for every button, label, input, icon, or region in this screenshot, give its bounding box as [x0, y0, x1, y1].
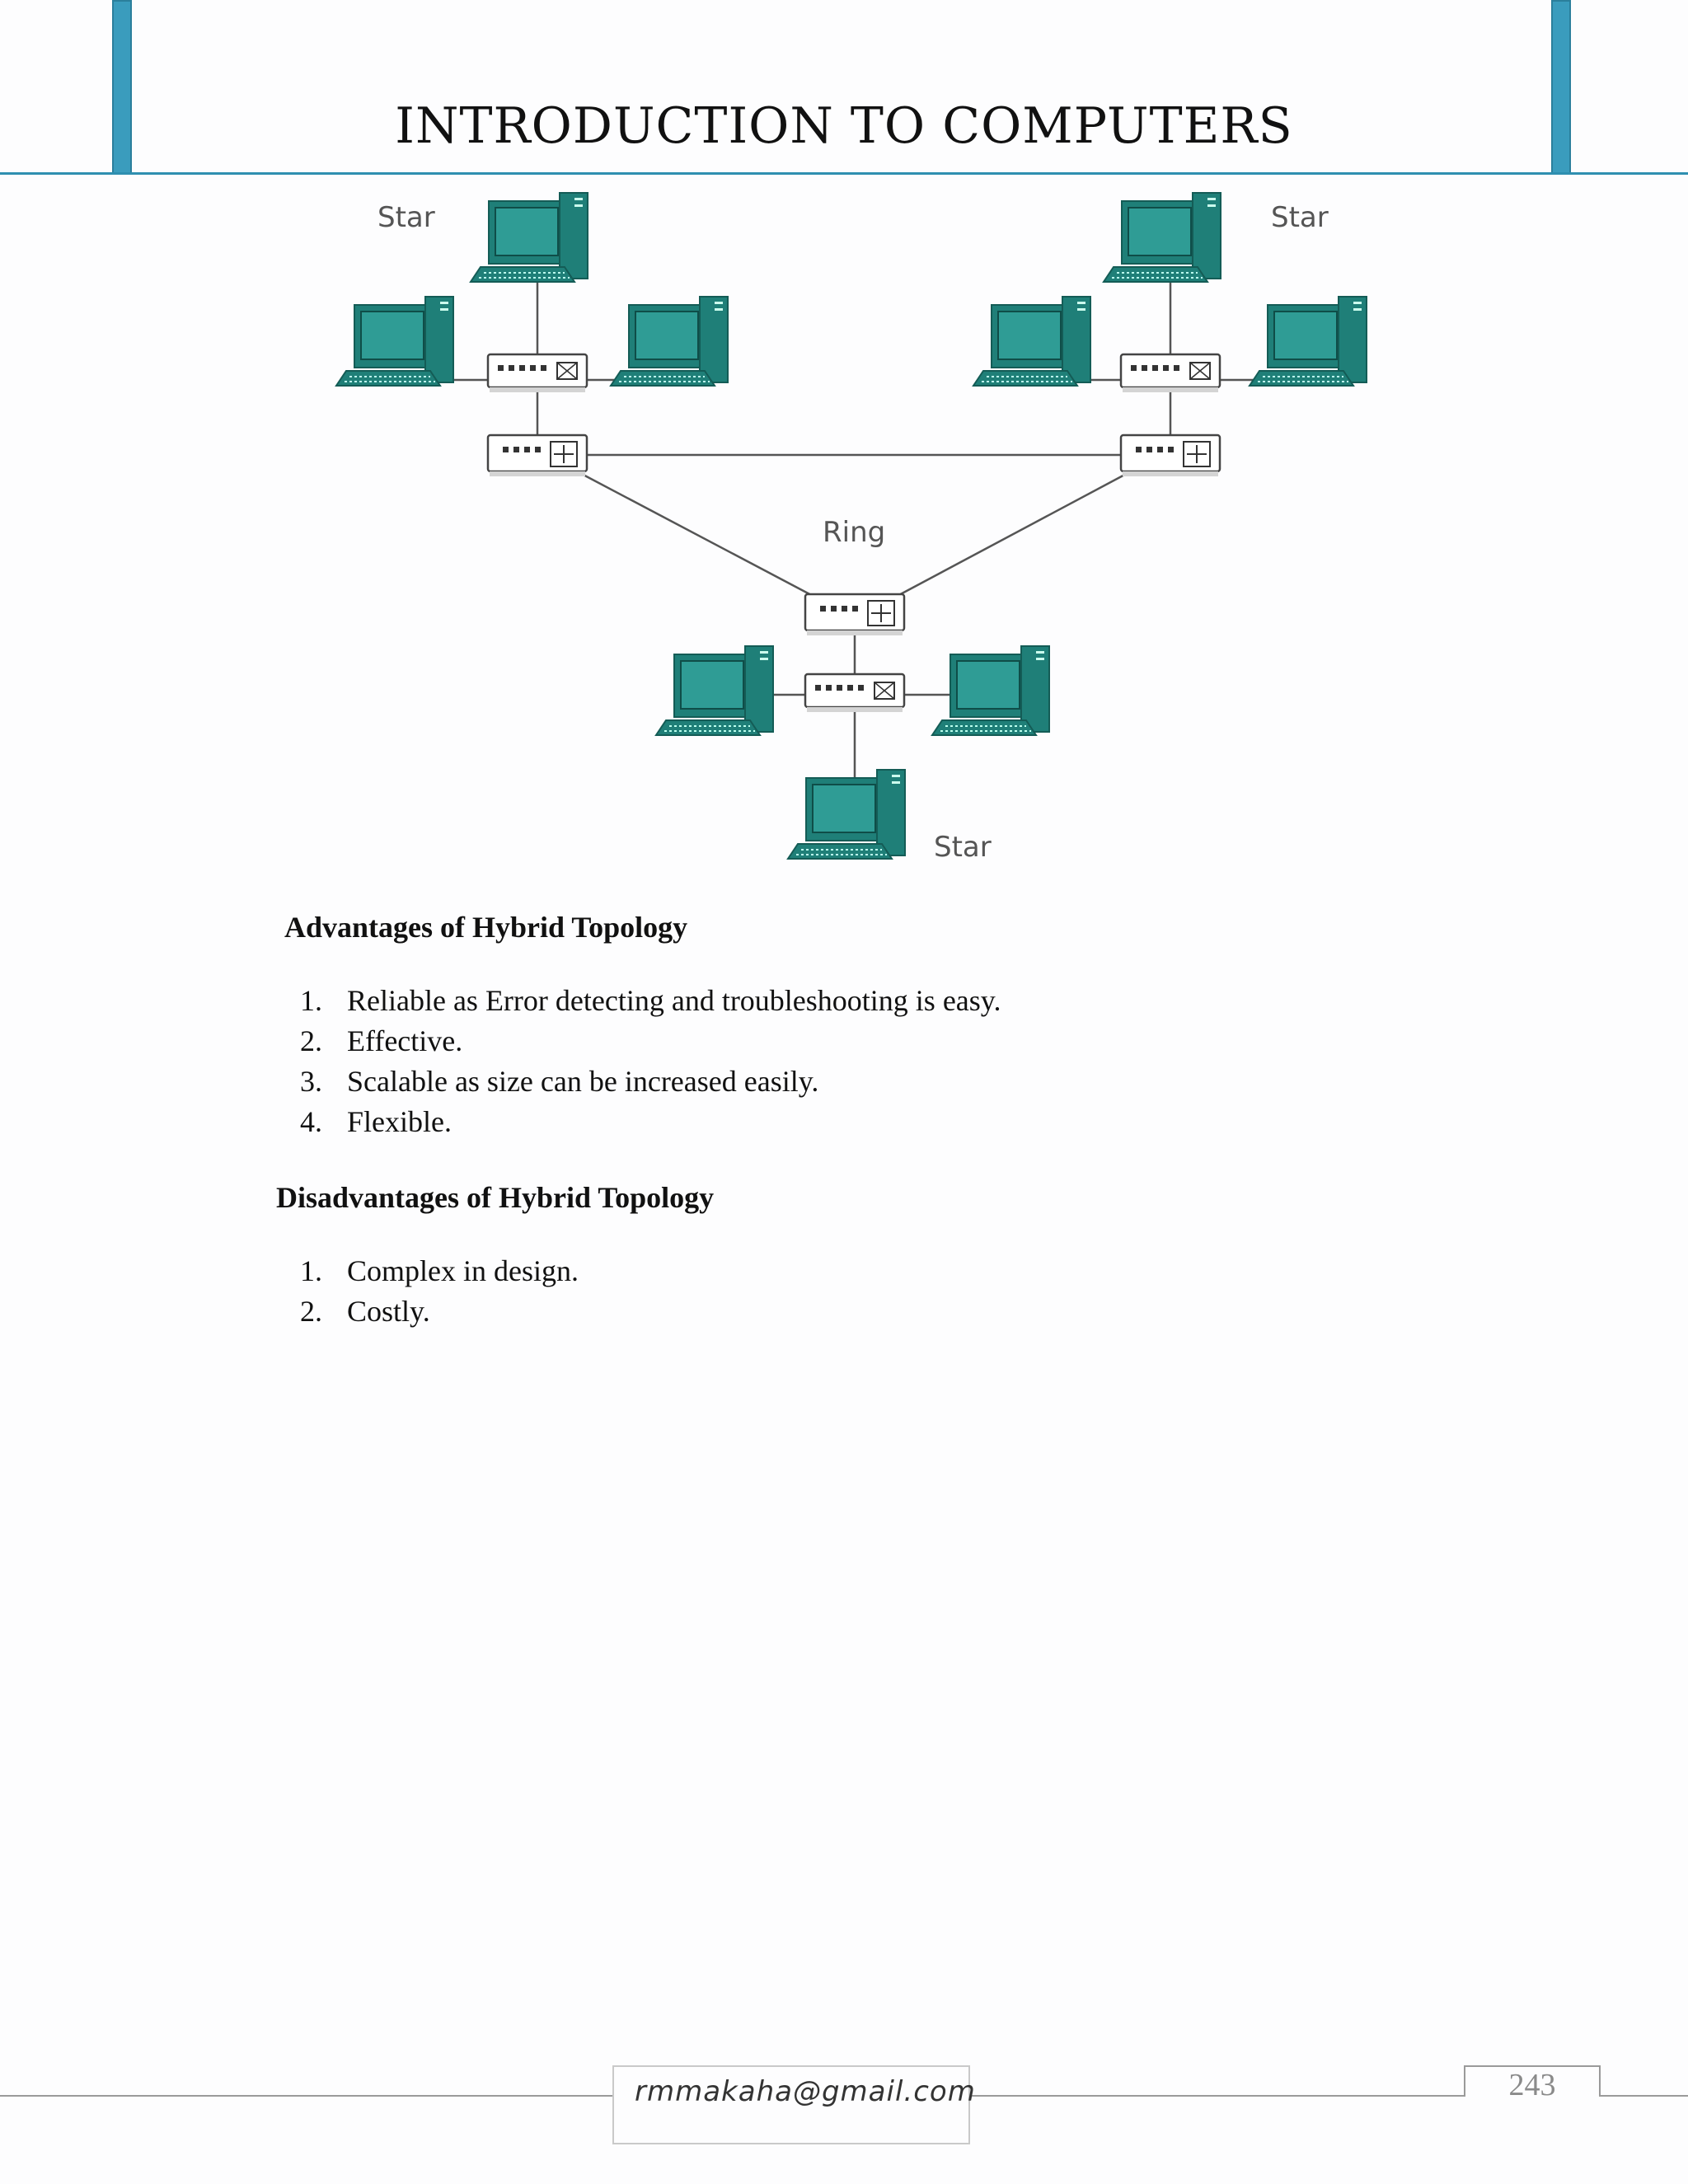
list-item: 1. Reliable as Error detecting and troubl…	[284, 981, 1001, 1021]
page-title: INTRODUCTION TO COMPUTERS	[395, 97, 1293, 155]
computer-icon	[931, 645, 1050, 736]
header-right-bar	[1551, 0, 1571, 175]
footer-rule-left	[0, 2095, 614, 2097]
star-label: Star	[377, 201, 435, 234]
list-item: 2. Costly.	[284, 1291, 579, 1332]
footer-email: rmmakaha@gmail.com	[635, 2075, 976, 2108]
header-left-bar	[112, 0, 132, 175]
computer-icon	[787, 769, 906, 860]
list-item: 4. Flexible.	[284, 1102, 1001, 1142]
list-item: 3. Scalable as size can be increased easi…	[284, 1062, 1001, 1102]
computer-icon	[610, 296, 729, 387]
footer-rule-right	[971, 2095, 1688, 2097]
hub-icon	[1119, 353, 1221, 394]
ring-link-right	[893, 470, 1132, 599]
list-item: 1. Complex in design.	[284, 1251, 579, 1291]
list-number: 3.	[300, 1065, 322, 1098]
page-number: 243	[1508, 2068, 1556, 2102]
footer-email-box	[612, 2065, 970, 2144]
list-number: 4.	[300, 1105, 322, 1138]
ring-label: Ring	[823, 516, 885, 549]
list-text: Effective.	[347, 1024, 463, 1057]
star-label: Star	[1271, 201, 1329, 234]
hybrid-topology-diagram: Star Star Ring Star	[335, 192, 1367, 864]
computer-icon	[470, 192, 588, 283]
computer-icon	[1249, 296, 1367, 387]
hub-icon	[486, 353, 588, 394]
list-text: Scalable as size can be increased easily…	[347, 1065, 819, 1098]
ring-link-left	[576, 470, 817, 599]
advantages-list: 1. Reliable as Error detecting and troubl…	[284, 981, 1001, 1142]
header-rule	[0, 172, 1688, 175]
computer-icon	[335, 296, 454, 387]
advantages-heading: Advantages of Hybrid Topology	[284, 911, 688, 944]
list-text: Complex in design.	[347, 1254, 579, 1287]
list-number: 2.	[300, 1024, 322, 1057]
switch-icon	[804, 593, 906, 637]
list-text: Reliable as Error detecting and troubles…	[347, 984, 1001, 1017]
computer-icon	[1103, 192, 1221, 283]
computer-icon	[655, 645, 774, 736]
list-item: 2. Effective.	[284, 1021, 1001, 1062]
list-text: Costly.	[347, 1295, 430, 1328]
disadvantages-heading: Disadvantages of Hybrid Topology	[276, 1181, 715, 1214]
switch-icon	[486, 434, 588, 478]
list-number: 1.	[300, 984, 322, 1017]
list-text: Flexible.	[347, 1105, 452, 1138]
switch-icon	[1119, 434, 1221, 478]
list-number: 2.	[300, 1295, 322, 1328]
disadvantages-list: 1. Complex in design. 2. Costly.	[284, 1251, 579, 1332]
star-label: Star	[934, 831, 992, 864]
page-number-tab	[1464, 2065, 1601, 2097]
hub-icon	[804, 673, 906, 714]
computer-icon	[973, 296, 1091, 387]
list-number: 1.	[300, 1254, 322, 1287]
